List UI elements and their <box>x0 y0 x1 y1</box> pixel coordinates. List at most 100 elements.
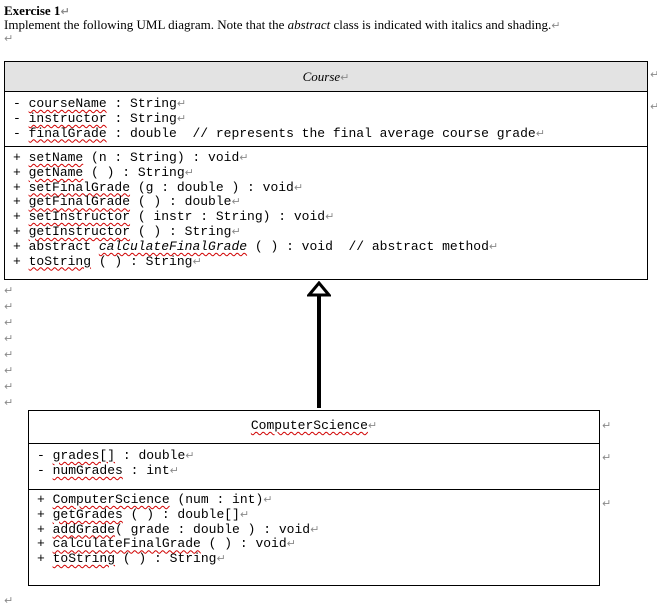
method-name: setInstructor <box>28 209 131 225</box>
paragraph-mark: ↵ <box>535 126 545 140</box>
method-signature: ( ) : String <box>130 223 232 239</box>
method-name: addGrade <box>52 521 116 537</box>
method-prefix: + <box>13 179 29 195</box>
course-method-row: + toString ( ) : String↵ <box>13 253 647 270</box>
paragraph-mark: ↵ <box>239 151 249 164</box>
method-name: toString <box>52 551 116 567</box>
visibility-marker: - <box>13 125 21 141</box>
method-prefix: + <box>13 253 29 269</box>
course-class-name-section: Course↵ <box>5 62 647 91</box>
method-name: toString <box>28 253 92 269</box>
paragraph-mark: ↵ <box>185 449 195 462</box>
course-method-row: + getInstructor ( ) : String↵ <box>13 223 647 240</box>
attribute-name: instructor <box>28 110 107 126</box>
method-signature: ( ) : double[] <box>122 506 240 522</box>
course-methods-section: + setName (n : String) : void↵+ getName … <box>5 146 647 271</box>
attribute-type: : double // represents the final average… <box>106 125 536 141</box>
method-signature: ( ) : void // abstract method <box>247 238 489 254</box>
method-prefix: + <box>37 536 53 552</box>
intro-text-after: class is indicated with italics and shad… <box>330 17 552 32</box>
attribute-type: : String <box>106 110 177 126</box>
method-signature: ( ) : String <box>83 164 185 180</box>
method-prefix: + <box>13 150 29 165</box>
computerscience-attributes-section: - grades[] : double↵- numGrades : int↵ <box>29 443 599 489</box>
paragraph-mark: ↵ <box>340 71 350 84</box>
paragraph-mark: ↵ <box>176 111 187 125</box>
paragraph-mark: ↵ <box>325 210 335 224</box>
paragraph-mark: ↵ <box>310 522 320 536</box>
paragraph-mark: ↵ <box>4 594 14 607</box>
course-method-row: + getName ( ) : String↵ <box>13 164 647 181</box>
method-prefix: + <box>13 209 29 225</box>
paragraph-mark: ↵ <box>293 180 304 194</box>
method-name: getFinalGrade <box>28 194 131 210</box>
paragraph-mark: ↵ <box>650 100 657 113</box>
visibility-marker: - <box>37 462 45 478</box>
attribute-name: finalGrade <box>28 125 107 141</box>
paragraph-mark: ↵ <box>4 32 14 45</box>
computerscience-methods-section: + ComputerScience (num : int)↵+ getGrade… <box>29 489 599 569</box>
computerscience-method-row: + ComputerScience (num : int)↵ <box>37 492 599 508</box>
paragraph-mark: ↵ <box>650 68 657 81</box>
course-attributes-section: - courseName : String↵- instructor : Str… <box>5 91 647 146</box>
method-prefix: + <box>37 521 53 537</box>
method-name: ComputerScience <box>52 492 170 507</box>
method-signature: ( ) : String <box>91 253 193 269</box>
method-prefix: + <box>13 194 29 210</box>
paragraph-mark: ↵ <box>263 493 273 506</box>
paragraph-mark: ↵ <box>367 419 378 432</box>
method-signature: (n : String) : void <box>83 150 240 165</box>
course-method-row: + setInstructor ( instr : String) : void… <box>13 209 647 225</box>
visibility-marker: - <box>13 96 21 111</box>
paragraph-mark: ↵ <box>602 497 612 510</box>
paragraph-mark: ↵ <box>4 396 14 409</box>
computerscience-attribute-row: - numGrades : int↵ <box>37 462 599 479</box>
attribute-type: : String <box>106 96 177 111</box>
intro-text-before: Implement the following UML diagram. Not… <box>4 17 288 32</box>
method-name: setName <box>28 150 84 165</box>
method-name: getName <box>28 164 84 180</box>
paragraph-mark: ↵ <box>192 254 202 268</box>
computerscience-class-box: ComputerScience↵ - grades[] : double↵- n… <box>28 410 600 586</box>
course-method-row: + setName (n : String) : void↵ <box>13 150 647 166</box>
paragraph-mark: ↵ <box>169 463 179 477</box>
course-class-box: Course↵ - courseName : String↵- instruct… <box>4 61 648 280</box>
method-prefix: + <box>37 492 53 507</box>
method-signature: (g : double ) : void <box>130 179 294 195</box>
paragraph-mark: ↵ <box>4 300 14 313</box>
paragraph-mark: ↵ <box>176 97 187 110</box>
paragraph-mark: ↵ <box>231 195 241 209</box>
paragraph-mark: ↵ <box>4 284 14 297</box>
course-attribute-row: - finalGrade : double // represents the … <box>13 125 647 142</box>
course-attribute-row: - instructor : String↵ <box>13 110 647 127</box>
paragraph-mark: ↵ <box>184 165 194 179</box>
paragraph-mark: ↵ <box>4 364 14 377</box>
inheritance-arrow-head-icon <box>307 281 331 297</box>
visibility-marker: - <box>13 110 21 126</box>
computerscience-method-row: + getGrades ( ) : double[]↵ <box>37 506 599 523</box>
method-signature: ( grade : double ) : void <box>115 521 311 537</box>
method-signature: ( ) : void <box>200 536 287 552</box>
visibility-marker: - <box>37 448 45 463</box>
attribute-type: : double <box>115 448 186 463</box>
method-name: getInstructor <box>28 223 131 239</box>
paragraph-mark: ↵ <box>551 19 561 32</box>
method-signature: ( instr : String) : void <box>130 209 326 225</box>
course-method-row: + setFinalGrade (g : double ) : void↵ <box>13 179 647 196</box>
attribute-name: grades[] <box>52 448 116 463</box>
method-prefix: + <box>37 506 53 522</box>
attribute-type: : int <box>122 462 170 478</box>
computerscience-method-row: + toString ( ) : String↵ <box>37 551 599 567</box>
paragraph-mark: ↵ <box>231 224 241 238</box>
course-attribute-row: - courseName : String↵ <box>13 96 647 112</box>
computerscience-attribute-row: - grades[] : double↵ <box>37 448 599 464</box>
exercise-heading: Exercise 1↵ <box>4 3 70 19</box>
method-prefix: + <box>13 164 29 180</box>
course-method-row: + abstract calculateFinalGrade ( ) : voi… <box>13 238 647 255</box>
method-signature: ( ) : String <box>115 551 217 567</box>
paragraph-mark: ↵ <box>602 419 612 432</box>
heading-text: Exercise 1 <box>4 3 61 18</box>
computerscience-method-row: + calculateFinalGrade ( ) : void↵ <box>37 536 599 552</box>
paragraph-mark: ↵ <box>60 5 70 18</box>
method-prefix: + <box>37 551 53 567</box>
